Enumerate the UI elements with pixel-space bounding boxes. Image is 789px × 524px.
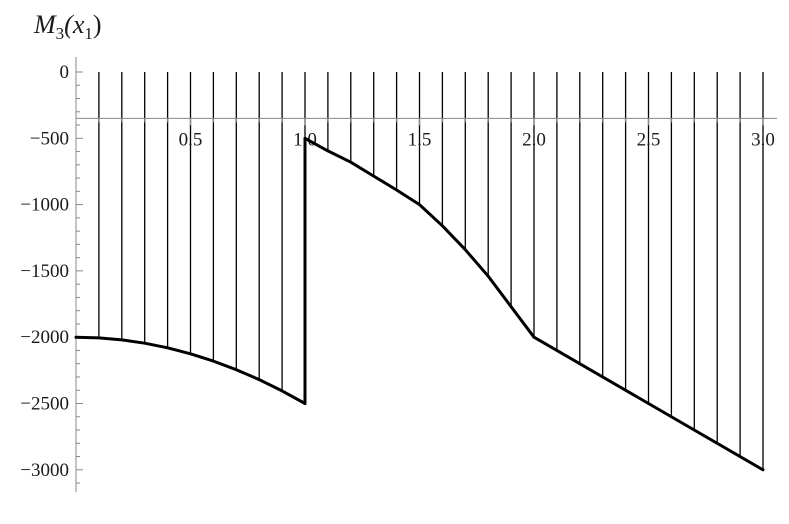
y-tick-label: −2500 [20,394,69,415]
curve-segment [303,136,536,339]
curve-segment [532,335,765,472]
y-tick-label: −1000 [20,195,69,216]
y-tick-label: −3000 [20,460,69,481]
y-tick-label: 0 [60,62,70,83]
y-tick-label: −500 [30,128,69,149]
axes [75,57,777,492]
axis-ticks [76,71,764,484]
x-tick-label: 1.5 [408,129,432,150]
x-tick-label: 2.0 [522,129,546,150]
x-tick-label: 0.5 [179,129,203,150]
moment-curve [74,136,765,472]
y-tick-label: −2000 [20,327,69,348]
curve-segment [74,335,307,405]
y-tick-label: −1500 [20,261,69,282]
x-tick-label: 3.0 [751,129,775,150]
x-tick-label: 2.5 [637,129,661,150]
y-axis-label: M3(x1) [33,10,102,43]
